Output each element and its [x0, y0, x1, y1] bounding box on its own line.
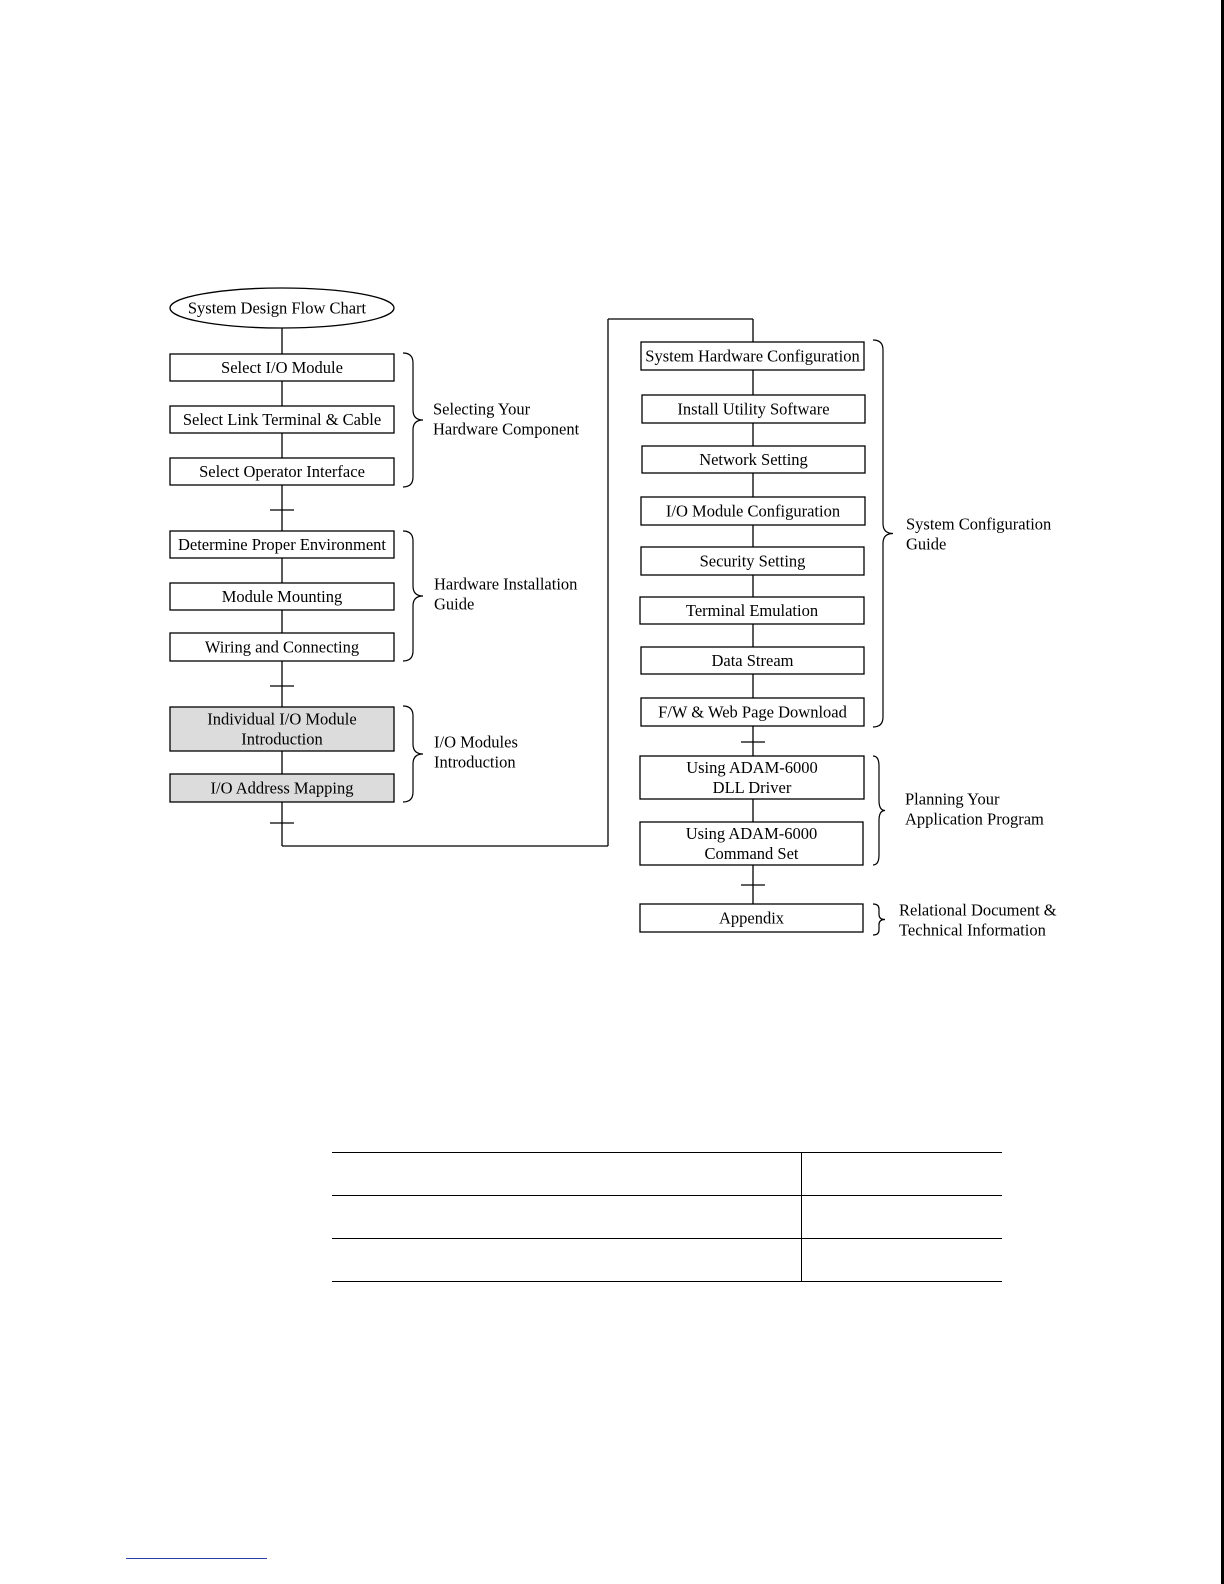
brace-hardware-installation — [402, 530, 424, 662]
table-cell — [801, 1238, 1002, 1282]
table-cell — [332, 1195, 802, 1239]
flow-box-label: Individual I/O Module — [207, 710, 356, 729]
flow-box-io-module-config: I/O Module Configuration — [640, 496, 866, 526]
flow-box-frame — [169, 706, 395, 752]
blank-table — [332, 1152, 1002, 1282]
flow-box-frame — [639, 755, 865, 800]
table-cell — [801, 1152, 1002, 1196]
flow-box-security-setting: Security Setting — [640, 546, 865, 576]
flow-box-frame — [169, 405, 395, 434]
flow-box-select-link-terminal: Select Link Terminal & Cable — [169, 405, 395, 434]
flow-box-label: Network Setting — [699, 450, 808, 469]
footer-rule — [126, 1558, 267, 1559]
table-row — [332, 1152, 1002, 1196]
flow-box-frame — [640, 697, 865, 727]
group-label-text: Application Program — [905, 810, 1044, 829]
flow-box-label: I/O Address Mapping — [211, 779, 354, 798]
flow-box-determine-environment: Determine Proper Environment — [169, 530, 395, 559]
brace-selecting-hardware — [402, 352, 424, 488]
flow-box-select-operator-interface: Select Operator Interface — [169, 457, 395, 486]
page-edge-bar — [1221, 0, 1224, 1584]
table-row — [332, 1238, 1002, 1282]
group-label-text: Introduction — [434, 753, 516, 772]
flow-box-label: F/W & Web Page Download — [658, 703, 847, 722]
group-label-text: I/O Modules — [434, 733, 518, 752]
flow-box-label: Using ADAM-6000 — [686, 758, 818, 777]
flow-box-label: DLL Driver — [713, 778, 792, 797]
table-cell — [801, 1195, 1002, 1239]
flow-box-appendix: Appendix — [639, 903, 864, 933]
group-label-text: Hardware Component — [433, 420, 580, 439]
brace-system-config — [872, 339, 894, 728]
flow-box-label: Data Stream — [711, 651, 793, 670]
group-label-text: Planning Your — [905, 790, 1000, 809]
flow-box-label: Determine Proper Environment — [178, 535, 386, 554]
flow-box-frame — [641, 445, 866, 474]
table-cell — [332, 1152, 802, 1196]
flow-box-network-setting: Network Setting — [641, 445, 866, 474]
flow-box-frame — [640, 546, 865, 576]
group-label-text: System Configuration — [906, 515, 1051, 534]
flow-box-fw-web-download: F/W & Web Page Download — [640, 697, 865, 727]
brace-relational-document — [872, 903, 886, 936]
flow-box-label: Select I/O Module — [221, 358, 343, 377]
flow-box-frame — [169, 457, 395, 486]
flow-box-frame — [640, 646, 865, 675]
flow-box-frame — [639, 821, 864, 866]
flow-box-frame — [639, 596, 865, 625]
flow-box-frame — [639, 903, 864, 933]
group-label-text: Technical Information — [899, 921, 1046, 940]
flow-box-label: Introduction — [241, 730, 323, 749]
group-label-text: Guide — [434, 595, 474, 614]
group-label-text: Selecting Your — [433, 400, 531, 419]
flow-box-data-stream: Data Stream — [640, 646, 865, 675]
brace-io-modules — [402, 705, 424, 803]
flow-box-select-io-module: Select I/O Module — [169, 353, 395, 382]
flow-box-label: Wiring and Connecting — [205, 638, 359, 657]
group-label-text: Relational Document & — [899, 901, 1057, 920]
group-label-relational-document: Relational Document &Technical Informati… — [899, 901, 1057, 940]
table-cell — [332, 1238, 802, 1282]
start-node-label: System Design Flow Chart — [188, 299, 367, 318]
flow-box-system-hardware-config: System Hardware Configuration — [640, 341, 865, 371]
brace-planning-application — [872, 755, 886, 866]
group-label-text: Guide — [906, 535, 946, 554]
flow-box-frame — [169, 530, 395, 559]
flow-box-install-utility: Install Utility Software — [641, 394, 866, 424]
flow-box-label: Terminal Emulation — [686, 601, 818, 620]
flow-box-frame — [641, 394, 866, 424]
table-row — [332, 1195, 1002, 1239]
flow-box-terminal-emulation: Terminal Emulation — [639, 596, 865, 625]
flow-box-label: Appendix — [719, 909, 785, 928]
flow-box-label: Module Mounting — [222, 587, 343, 606]
flow-box-label: Select Link Terminal & Cable — [183, 410, 381, 429]
flow-box-label: Install Utility Software — [677, 400, 829, 419]
flow-box-frame — [169, 773, 395, 803]
flow-box-module-mounting: Module Mounting — [169, 582, 395, 611]
group-label-text: Hardware Installation — [434, 575, 577, 594]
flow-box-io-address-mapping: I/O Address Mapping — [169, 773, 395, 803]
flow-box-label: Using ADAM-6000 — [686, 824, 818, 843]
flow-box-frame — [169, 632, 395, 662]
flow-box-label: System Hardware Configuration — [645, 347, 859, 366]
flow-box-label: Command Set — [705, 844, 799, 863]
flow-box-frame — [169, 582, 395, 611]
flow-box-label: Select Operator Interface — [199, 462, 365, 481]
flow-box-wiring-connecting: Wiring and Connecting — [169, 632, 395, 662]
flow-box-frame — [640, 496, 866, 526]
flow-box-label: I/O Module Configuration — [666, 502, 840, 521]
flow-box-label: Security Setting — [700, 552, 806, 571]
flow-box-frame — [169, 353, 395, 382]
flow-box-frame — [640, 341, 865, 371]
